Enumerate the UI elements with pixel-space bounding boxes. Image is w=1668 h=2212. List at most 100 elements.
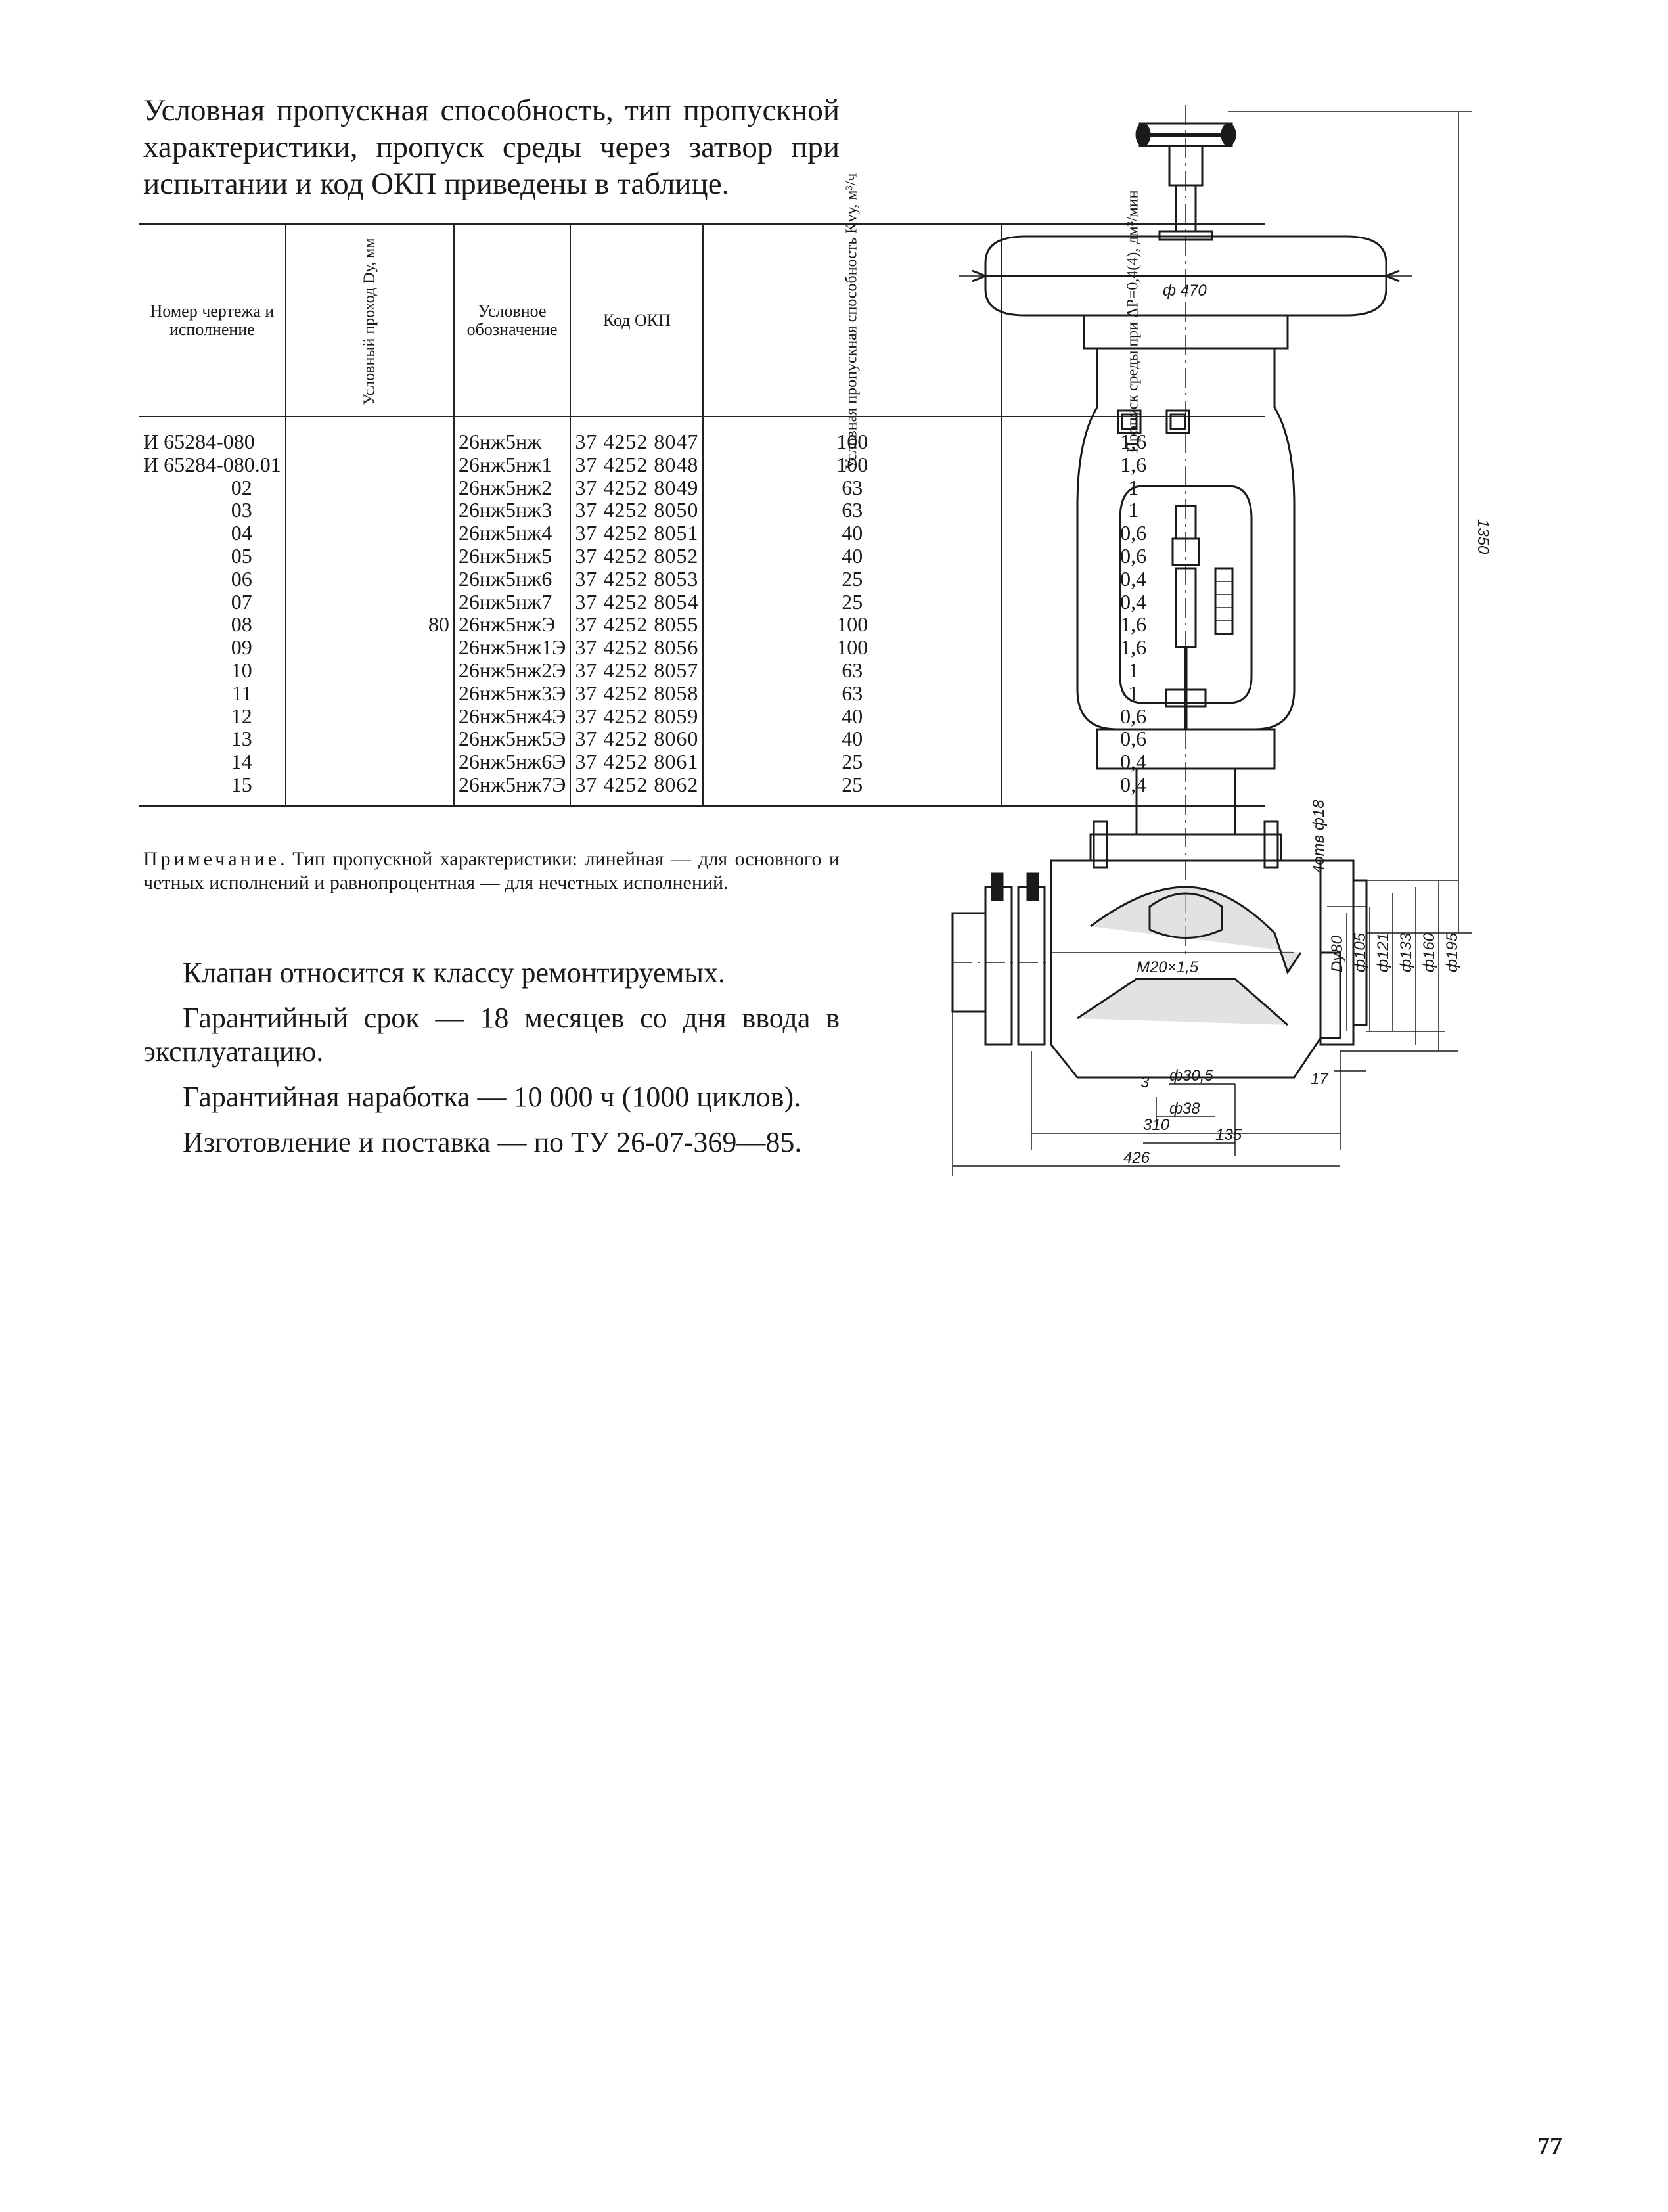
cell-okp-code: 37 4252 8048 (570, 453, 704, 476)
cell-leak: 0,4 (1001, 590, 1265, 614)
paragraph-warranty-runtime: Гарантийная наработка — 10 000 ч (1000 ц… (183, 1081, 801, 1113)
dimension-labels: ф 470 1350 4отв ф18 Dу80 ф105 ф121 ф133 … (1123, 282, 1492, 1167)
cell-kv: 100 (702, 636, 1002, 659)
cell-leak: 1,6 (1001, 453, 1265, 476)
cell-designation: 26нж5нжЭ (453, 613, 571, 637)
table-note: Примечание. Тип пропускной характеристик… (143, 847, 840, 895)
inlet-flange (951, 872, 1051, 1046)
cell-drawing-number: 06 (231, 566, 252, 591)
dim-h1350: 1350 (1474, 519, 1492, 554)
cell-designation: 26нж5нж4Э (453, 704, 571, 728)
cell-dn (284, 727, 454, 751)
cell-designation: 26нж5нж4 (453, 522, 571, 545)
cell-drawing-number: 02 (231, 475, 252, 499)
cell-kv: 25 (702, 773, 1002, 807)
header-kv-text: Условная пропускная способность Kvу, м³/… (843, 173, 861, 470)
cell-leak: 0,6 (1001, 727, 1265, 751)
cell-drawing-number: 07 (231, 589, 252, 614)
dim-135: 135 (1215, 1126, 1242, 1144)
cell-okp-code: 37 4252 8056 (570, 636, 704, 659)
dim-holes: 4отв ф18 (1310, 800, 1328, 874)
intro-paragraph: Условная пропускная способность, тип про… (143, 93, 840, 201)
cell-kv: 40 (702, 522, 1002, 545)
cell-leak: 0,6 (1001, 704, 1265, 728)
cell-kv: 100 (702, 417, 1002, 453)
cell-designation: 26нж5нж7Э (453, 773, 571, 807)
cell-kv: 100 (702, 453, 1002, 476)
cell-kv: 63 (702, 659, 1002, 682)
cell-leak: 1,6 (1001, 636, 1265, 659)
cell-drawing-number: И 65284-080 (143, 430, 255, 453)
header-okp: Код ОКП (570, 223, 704, 417)
cell-dn (284, 544, 454, 568)
outlet-flange (1319, 859, 1368, 1046)
cell-leak: 1 (1001, 499, 1265, 522)
header-kv: Условная пропускная способность Kvу, м³/… (702, 173, 1002, 470)
cell-drawing-number: 10 (231, 658, 252, 682)
header-dn: Условный проход Dу, мм (284, 223, 454, 417)
cell-okp-code: 37 4252 8047 (570, 417, 704, 453)
cell-okp-code: 37 4252 8054 (570, 590, 704, 614)
cell-designation: 26нж5нж6Э (453, 750, 571, 773)
cell-dn (284, 704, 454, 728)
dim-310: 310 (1143, 1116, 1170, 1134)
paragraph-manufacture-spec: Изготовление и поставка — по ТУ 26-07-36… (183, 1126, 802, 1158)
cell-dn: 80 (284, 613, 454, 637)
cell-kv: 63 (702, 499, 1002, 522)
cell-drawing-number: 08 (231, 612, 252, 637)
cell-kv: 40 (702, 545, 1002, 568)
cell-kv: 25 (702, 750, 1002, 773)
cell-designation: 26нж5нж5Э (453, 727, 571, 751)
cell-okp-code: 37 4252 8050 (570, 499, 704, 522)
dim-m20: M20×1,5 (1137, 959, 1199, 976)
upper-stem (1158, 145, 1213, 241)
cell-okp-code: 37 4252 8058 (570, 681, 704, 705)
cell-dn (284, 658, 454, 682)
dim-d160: ф160 (1420, 932, 1438, 972)
dim-d133: ф133 (1397, 932, 1415, 972)
spec-table: Номер чертежа и исполнение Условный прох… (139, 173, 1265, 807)
dim-17: 17 (1311, 1070, 1329, 1088)
cell-okp-code: 37 4252 8055 (570, 613, 704, 637)
note-label: Примечание (143, 848, 281, 870)
page-number: 77 (1537, 2133, 1562, 2160)
cell-drawing-number: 11 (231, 681, 252, 705)
cell-dn (284, 476, 454, 499)
cell-kv: 63 (702, 476, 1002, 499)
cell-leak: 1,6 (1001, 613, 1265, 637)
cell-drawing-number: 12 (231, 704, 252, 728)
body-text: Клапан относится к классу ремонтируемых.… (143, 956, 840, 1171)
cell-kv: 40 (702, 727, 1002, 751)
cell-leak: 0,6 (1001, 545, 1265, 568)
paragraph-warranty-period: Гарантийный срок — 18 месяцев со дня вво… (143, 1002, 840, 1068)
cell-okp-code: 37 4252 8062 (570, 773, 704, 807)
valve-drawing: ф 470 1350 4отв ф18 Dу80 ф105 ф121 ф133 … (951, 105, 1492, 1176)
cell-dn (284, 773, 454, 807)
note-text: . Тип пропускной характеристики: линейна… (143, 848, 840, 893)
cell-dn (284, 453, 454, 476)
dim-dy80: Dу80 (1328, 935, 1346, 972)
cell-dn (284, 750, 454, 773)
cell-designation: 26нж5нж1 (453, 453, 571, 476)
cell-kv: 25 (702, 590, 1002, 614)
cell-dn (284, 590, 454, 614)
cell-drawing-number: 09 (231, 635, 252, 660)
dim-d470: ф 470 (1163, 282, 1207, 300)
cell-leak: 0,4 (1001, 773, 1265, 807)
cell-dn (284, 522, 454, 545)
cell-dn (284, 567, 454, 591)
cell-leak: 1,6 (1001, 417, 1265, 453)
cell-okp-code: 37 4252 8060 (570, 727, 704, 751)
valve-body (1050, 859, 1341, 1079)
cell-okp-code: 37 4252 8052 (570, 545, 704, 568)
cell-dn (284, 417, 454, 453)
cell-designation: 26нж5нж3Э (453, 681, 571, 705)
